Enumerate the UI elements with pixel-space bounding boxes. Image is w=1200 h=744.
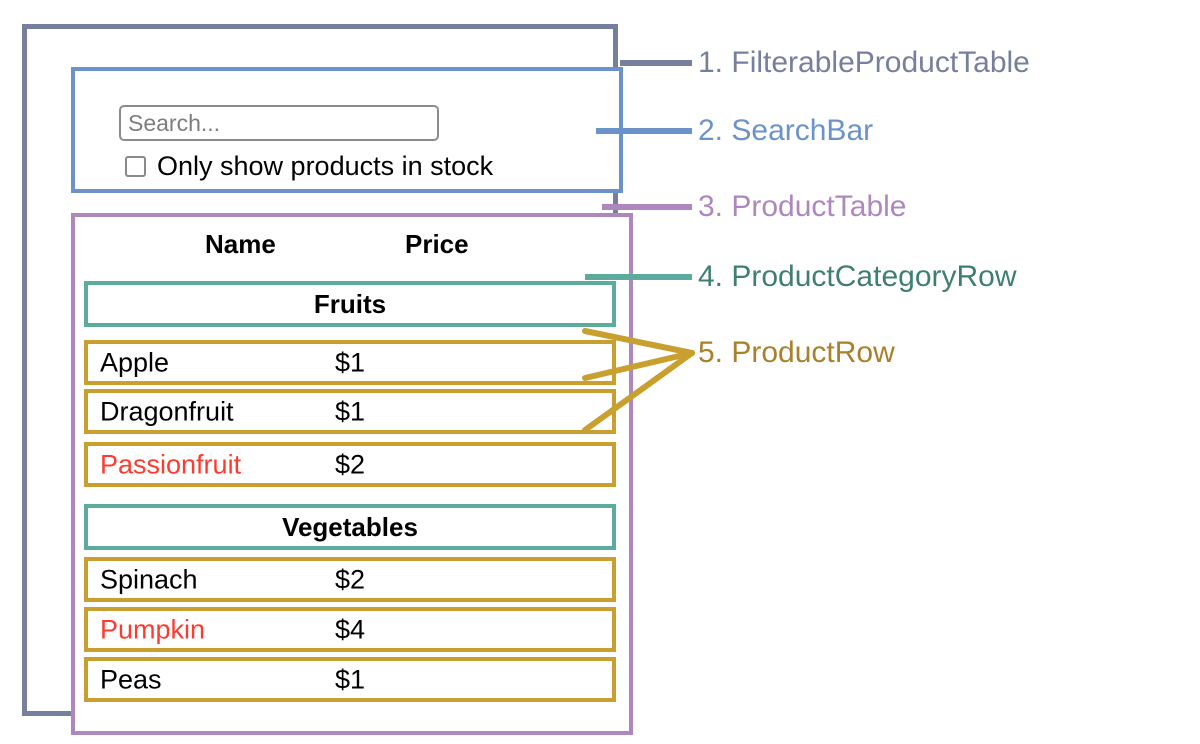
- product-price: $2: [335, 564, 366, 594]
- product-name: Pumpkin: [100, 614, 206, 644]
- product-name: Dragonfruit: [100, 396, 234, 426]
- product-table-container: Name Price Fruits Apple $1 Dragonfruit $…: [71, 213, 633, 735]
- legend-label: SearchBar: [731, 114, 874, 147]
- product-name: Spinach: [100, 564, 198, 594]
- product-row: Passionfruit $2: [84, 442, 616, 487]
- product-category-row: Fruits: [84, 281, 616, 327]
- product-category-row: Vegetables: [84, 504, 616, 550]
- legend-label: ProductCategoryRow: [731, 260, 1017, 293]
- table-header-row: Name Price: [75, 229, 629, 269]
- product-price: $2: [335, 449, 366, 479]
- product-price: $4: [335, 614, 366, 644]
- product-row: Apple $1: [84, 340, 616, 385]
- checkbox-icon[interactable]: [125, 156, 146, 177]
- product-price: $1: [335, 664, 366, 694]
- filterable-product-table-container: Search... Only show products in stock Na…: [22, 24, 633, 735]
- product-name: Peas: [100, 664, 162, 694]
- product-category-label: Fruits: [313, 288, 387, 319]
- legend-number: 4.: [698, 260, 724, 293]
- legend-item-filterable-product-table: 1. FilterableProductTable: [698, 48, 1030, 78]
- legend-item-product-row: 5. ProductRow: [698, 338, 895, 368]
- product-row: Peas $1: [84, 657, 616, 702]
- legend-label: ProductTable: [731, 190, 907, 223]
- in-stock-filter-row[interactable]: Only show products in stock: [125, 153, 493, 180]
- legend-item-search-bar: 2. SearchBar: [698, 116, 873, 146]
- product-name: Apple: [100, 347, 170, 377]
- legend-label: ProductRow: [731, 336, 895, 369]
- column-header-name: Name: [205, 229, 276, 259]
- legend-number: 2.: [698, 114, 724, 147]
- product-row: Dragonfruit $1: [84, 389, 616, 434]
- search-input[interactable]: Search...: [119, 105, 439, 141]
- product-row: Pumpkin $4: [84, 607, 616, 652]
- legend-item-product-category-row: 4. ProductCategoryRow: [698, 262, 1017, 292]
- product-price: $1: [335, 396, 366, 426]
- product-category-label: Vegetables: [282, 511, 418, 542]
- legend-label: FilterableProductTable: [731, 46, 1030, 79]
- legend-item-product-table: 3. ProductTable: [698, 192, 906, 222]
- legend-number: 5.: [698, 336, 724, 369]
- product-price: $1: [335, 347, 366, 377]
- legend-number: 3.: [698, 190, 724, 223]
- product-name: Passionfruit: [100, 449, 242, 479]
- column-header-price: Price: [405, 229, 469, 259]
- product-row: Spinach $2: [84, 557, 616, 602]
- legend-number: 1.: [698, 46, 724, 79]
- search-bar-container: Search... Only show products in stock: [71, 67, 623, 193]
- in-stock-filter-label: Only show products in stock: [157, 151, 494, 181]
